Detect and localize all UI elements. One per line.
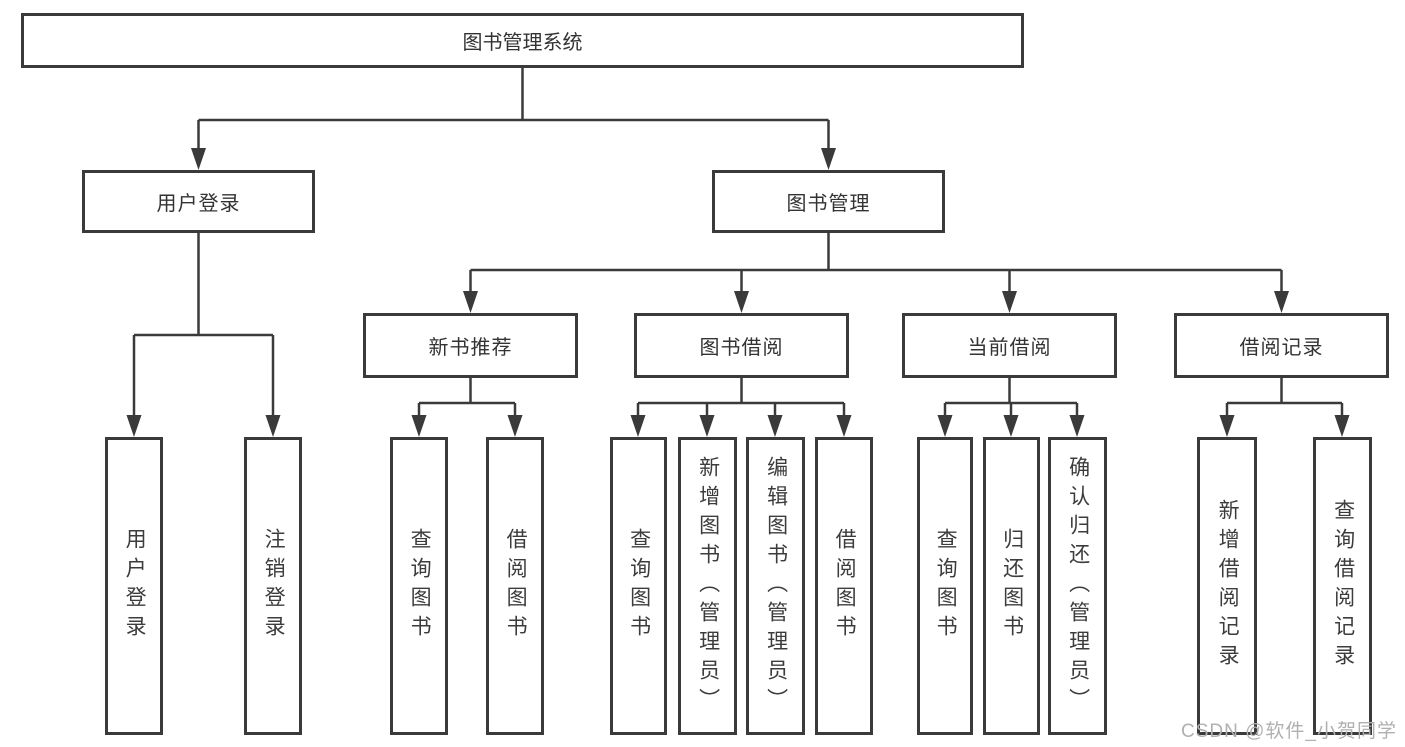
leaf-label: 编辑图书（管理员） <box>764 455 788 717</box>
node-user-login: 用户登录 <box>82 170 315 233</box>
leaf-query-books-2: 查询图书 <box>610 437 667 735</box>
node-label: 图书管理 <box>786 193 871 215</box>
node-book-management: 图书管理 <box>712 170 945 233</box>
leaf-query-books-3: 查询图书 <box>917 437 973 735</box>
leaf-label: 归还图书 <box>1000 528 1024 644</box>
leaf-query-borrow-record: 查询借阅记录 <box>1313 437 1372 735</box>
leaf-label: 查询图书 <box>627 528 651 644</box>
node-label: 当前借阅 <box>967 337 1052 359</box>
leaf-label: 用户登录 <box>123 528 147 644</box>
leaf-label: 新增图书（管理员） <box>696 455 720 717</box>
leaf-label: 查询图书 <box>408 528 432 644</box>
node-label: 借阅记录 <box>1239 337 1324 359</box>
leaf-add-book-admin: 新增图书（管理员） <box>678 437 737 735</box>
connector-arrowheads <box>126 148 1350 437</box>
node-current-borrow: 当前借阅 <box>902 313 1117 378</box>
node-library-system: 图书管理系统 <box>21 13 1024 68</box>
leaf-query-books-1: 查询图书 <box>390 437 448 735</box>
node-borrow-records: 借阅记录 <box>1174 313 1389 378</box>
leaf-add-borrow-record: 新增借阅记录 <box>1197 437 1257 735</box>
leaf-edit-book-admin: 编辑图书（管理员） <box>746 437 805 735</box>
leaf-label: 新增借阅记录 <box>1216 499 1240 673</box>
leaf-label: 借阅图书 <box>504 528 528 644</box>
leaf-label: 查询图书 <box>934 528 958 644</box>
leaf-borrow-books-1: 借阅图书 <box>486 437 544 735</box>
node-label: 用户登录 <box>156 193 241 215</box>
leaf-label: 借阅图书 <box>833 528 857 644</box>
node-book-borrow: 图书借阅 <box>634 313 849 378</box>
leaf-label: 确认归还（管理员） <box>1066 455 1090 717</box>
leaf-user-login: 用户登录 <box>105 437 163 735</box>
leaf-label: 注销登录 <box>262 528 286 644</box>
node-label: 新书推荐 <box>428 337 513 359</box>
leaf-borrow-books-2: 借阅图书 <box>815 437 873 735</box>
node-new-book-recommend: 新书推荐 <box>363 313 578 378</box>
leaf-label: 查询借阅记录 <box>1331 499 1355 673</box>
leaf-return-books: 归还图书 <box>983 437 1040 735</box>
leaf-logout: 注销登录 <box>244 437 302 735</box>
node-label: 图书管理系统 <box>462 32 583 54</box>
leaf-confirm-return-admin: 确认归还（管理员） <box>1048 437 1107 735</box>
node-label: 图书借阅 <box>699 337 784 359</box>
